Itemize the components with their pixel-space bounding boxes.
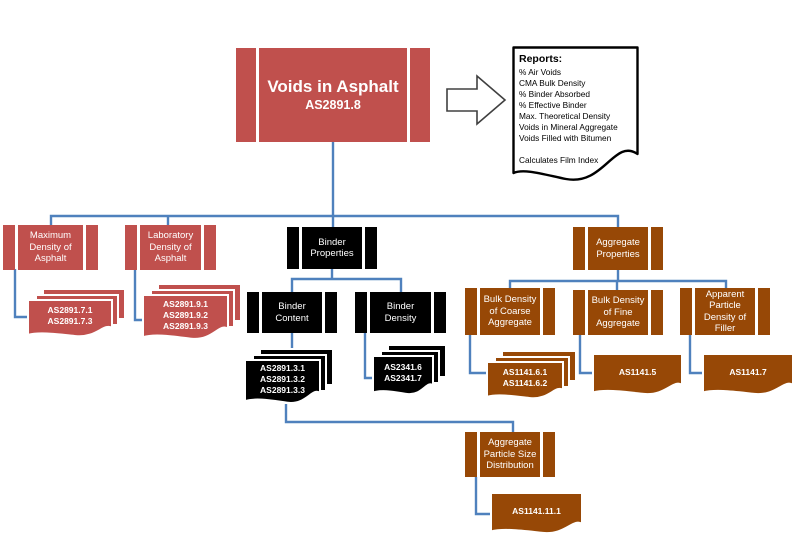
side-bar bbox=[287, 227, 299, 269]
doc-label: AS1141.5 bbox=[618, 366, 657, 377]
side-bar bbox=[651, 227, 663, 270]
doc-as1141-5: AS1141.5 bbox=[593, 354, 682, 396]
document-icon bbox=[593, 354, 682, 396]
side-bar bbox=[236, 48, 256, 142]
document-icon bbox=[491, 493, 582, 535]
node-label: Aggregate Particle Size Distribution bbox=[480, 432, 540, 477]
side-bar bbox=[758, 288, 770, 335]
side-bar bbox=[365, 227, 377, 269]
doc-label: AS2891.9.1 AS2891.9.2 AS2891.9.3 bbox=[163, 298, 208, 331]
doc-label: AS2891.3.1 AS2891.3.2 AS2891.3.3 bbox=[260, 363, 305, 395]
side-bar bbox=[465, 432, 477, 477]
node-binder-properties: Binder Properties bbox=[287, 227, 377, 269]
document-icon bbox=[245, 360, 320, 405]
doc-as2891-3: AS2891.3.1 AS2891.3.2 AS2891.3.3 bbox=[245, 348, 334, 405]
doc-label: AS1141.11.1 bbox=[512, 505, 561, 516]
node-label: Bulk Density of Coarse Aggregate bbox=[480, 288, 540, 335]
node-binder-density: Binder Density bbox=[355, 292, 446, 333]
node-label: Binder Properties bbox=[302, 227, 362, 269]
doc-as2341: AS2341.6 AS2341.7 bbox=[373, 344, 447, 396]
reports-note: Reports: % Air Voids CMA Bulk Density % … bbox=[512, 46, 639, 186]
node-aggregate-particle-size-distribution: Aggregate Particle Size Distribution bbox=[465, 432, 555, 477]
doc-as2891-7: AS2891.7.1 AS2891.7.3 bbox=[28, 288, 126, 338]
node-label: Binder Content bbox=[262, 292, 322, 333]
document-icon bbox=[143, 295, 228, 341]
node-label: Binder Density bbox=[370, 292, 431, 333]
root-node-body: Voids in Asphalt AS2891.8 bbox=[259, 48, 407, 142]
doc-label: AS1141.6.1 AS1141.6.2 bbox=[502, 367, 548, 388]
side-bar bbox=[3, 225, 15, 270]
node-binder-content: Binder Content bbox=[247, 292, 337, 333]
reports-text: Reports: % Air Voids CMA Bulk Density % … bbox=[519, 53, 635, 166]
reports-list: % Air Voids CMA Bulk Density % Binder Ab… bbox=[519, 67, 618, 143]
document-icon bbox=[28, 300, 112, 338]
side-bar bbox=[204, 225, 216, 270]
node-voids-in-asphalt: Voids in Asphalt AS2891.8 bbox=[236, 48, 430, 142]
doc-label: AS1141.7 bbox=[729, 366, 767, 377]
doc-as1141-11: AS1141.11.1 bbox=[491, 493, 582, 535]
side-bar bbox=[573, 227, 585, 270]
side-bar bbox=[125, 225, 137, 270]
side-bar bbox=[247, 292, 259, 333]
side-bar bbox=[86, 225, 98, 270]
root-standard: AS2891.8 bbox=[305, 98, 361, 112]
side-bar bbox=[355, 292, 367, 333]
node-bulk-density-fine-aggregate: Bulk Density of Fine Aggregate bbox=[573, 290, 663, 335]
arrow-right-icon bbox=[446, 74, 507, 126]
side-bar bbox=[543, 288, 555, 335]
reports-footer: Calculates Film Index bbox=[519, 155, 599, 165]
doc-as1141-6: AS1141.6.1 AS1141.6.2 bbox=[487, 350, 577, 400]
node-bulk-density-coarse-aggregate: Bulk Density of Coarse Aggregate bbox=[465, 288, 555, 335]
side-bar bbox=[434, 292, 446, 333]
reports-heading: Reports: bbox=[519, 53, 563, 65]
doc-as2891-9: AS2891.9.1 AS2891.9.2 AS2891.9.3 bbox=[143, 283, 242, 341]
node-label: Maximum Density of Asphalt bbox=[18, 225, 83, 270]
root-title: Voids in Asphalt bbox=[267, 77, 399, 96]
document-icon bbox=[373, 356, 433, 396]
side-bar bbox=[465, 288, 477, 335]
node-maximum-density-of-asphalt: Maximum Density of Asphalt bbox=[3, 225, 98, 270]
side-bar bbox=[410, 48, 430, 142]
node-aggregate-properties: Aggregate Properties bbox=[573, 227, 663, 270]
document-icon bbox=[703, 354, 793, 396]
doc-label: AS2891.7.1 AS2891.7.3 bbox=[47, 305, 93, 326]
side-bar bbox=[573, 290, 585, 335]
side-bar bbox=[543, 432, 555, 477]
document-icon bbox=[487, 362, 563, 400]
node-apparent-particle-density-filler: Apparent Particle Density of Filler bbox=[680, 288, 770, 335]
node-label: Apparent Particle Density of Filler bbox=[695, 288, 755, 335]
doc-label: AS2341.6 AS2341.7 bbox=[384, 362, 422, 383]
node-label: Aggregate Properties bbox=[588, 227, 648, 270]
node-label: Bulk Density of Fine Aggregate bbox=[588, 290, 648, 335]
side-bar bbox=[651, 290, 663, 335]
node-laboratory-density-of-asphalt: Laboratory Density of Asphalt bbox=[125, 225, 216, 270]
side-bar bbox=[325, 292, 337, 333]
doc-as1141-7: AS1141.7 bbox=[703, 354, 793, 396]
node-label: Laboratory Density of Asphalt bbox=[140, 225, 201, 270]
side-bar bbox=[680, 288, 692, 335]
document-icon bbox=[512, 46, 639, 181]
